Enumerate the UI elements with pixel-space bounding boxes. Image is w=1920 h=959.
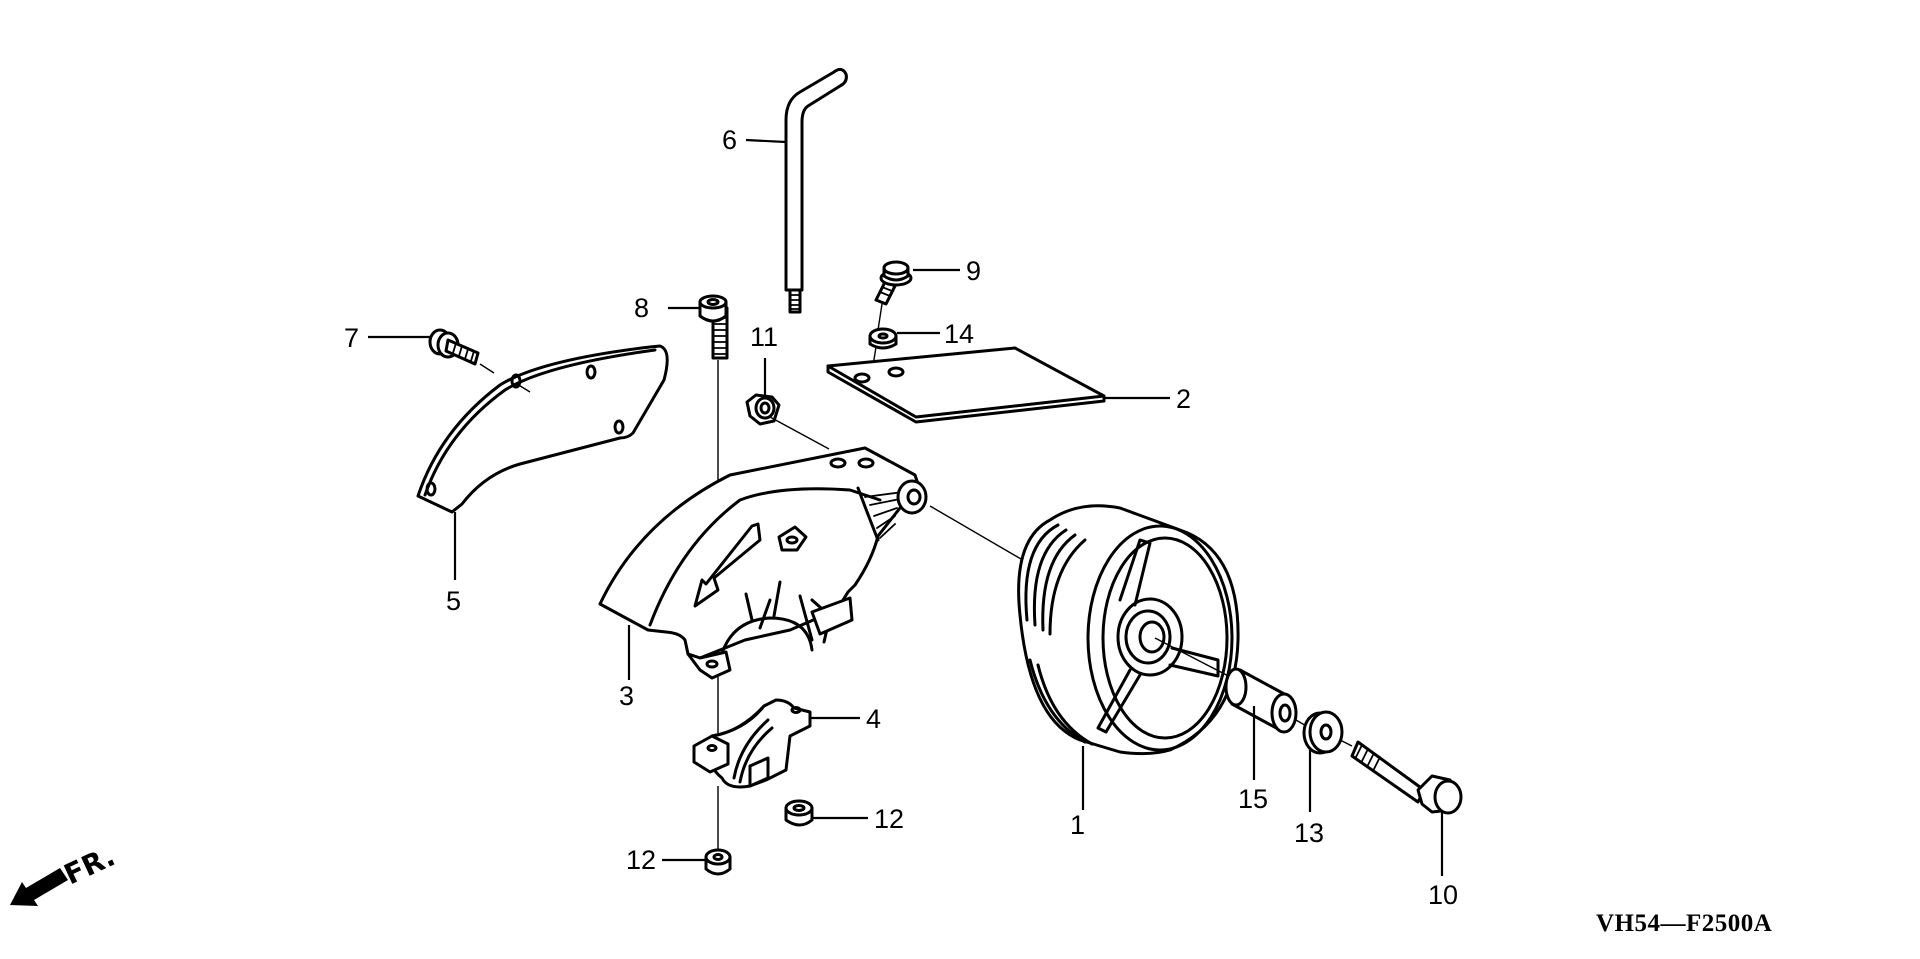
part-10-bolt[interactable] (1350, 740, 1463, 815)
part-8-bolt[interactable] (698, 294, 729, 360)
label-part-6: 6 (722, 125, 737, 155)
label-part-14: 14 (944, 319, 974, 349)
label-part-7: 7 (344, 323, 359, 353)
part-3-guard[interactable] (598, 446, 928, 680)
label-part-4: 4 (866, 704, 881, 734)
label-part-15: 15 (1238, 784, 1268, 814)
label-part-3: 3 (619, 681, 634, 711)
part-2-plate[interactable] (826, 346, 1106, 424)
leader-lines (368, 138, 1444, 876)
part-15-collar[interactable] (1224, 667, 1298, 734)
label-part-1: 1 (1070, 810, 1085, 840)
label-part-2: 2 (1176, 384, 1191, 414)
part-12-nut-right[interactable] (784, 799, 814, 827)
front-arrow-icon (10, 868, 68, 906)
label-part-8: 8 (634, 293, 649, 323)
part-14-washer[interactable] (868, 327, 898, 350)
diagram-code: VH54—F2500A (1596, 910, 1772, 937)
label-part-12-right: 12 (874, 804, 904, 834)
front-direction-indicator: FR. (10, 840, 120, 906)
label-part-5: 5 (446, 586, 461, 616)
label-part-9: 9 (966, 256, 981, 286)
label-part-13: 13 (1294, 818, 1324, 848)
part-13-washer[interactable] (1302, 710, 1344, 755)
label-part-11: 11 (750, 322, 778, 352)
label-part-10: 10 (1428, 880, 1458, 910)
label-part-12-bottom: 12 (626, 845, 656, 875)
part-7-bolt[interactable] (428, 328, 480, 366)
part-1-wheel[interactable] (1017, 504, 1240, 756)
part-9-bolt[interactable] (874, 260, 913, 306)
part-5-cover[interactable] (416, 344, 669, 514)
part-12-nut-bottom[interactable] (704, 848, 732, 876)
part-6-rod[interactable] (784, 67, 848, 314)
front-label: FR. (59, 840, 120, 892)
part-4-clamp[interactable] (692, 698, 812, 789)
